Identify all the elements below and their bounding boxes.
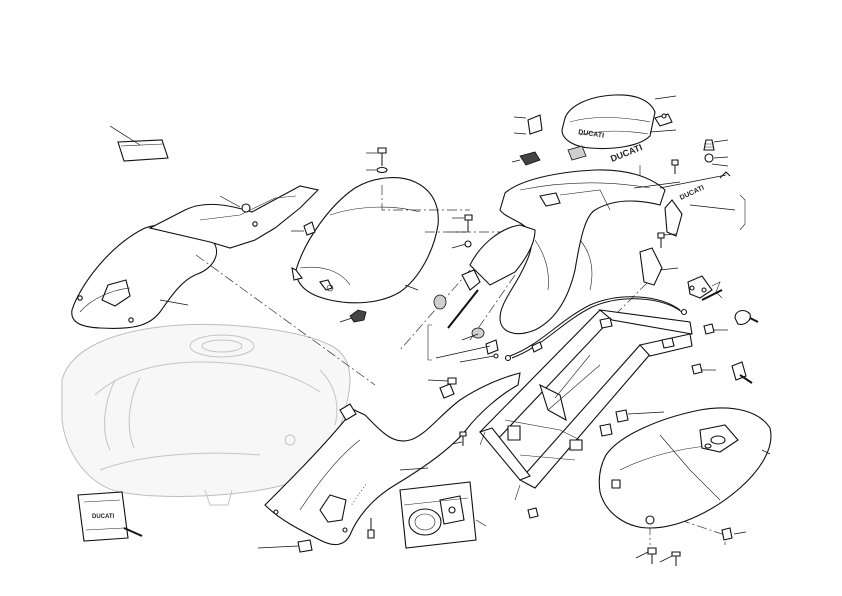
rider-seat xyxy=(291,147,439,323)
lower-plate-icon xyxy=(639,247,663,286)
rear-undertray xyxy=(598,407,772,566)
bottom-kit-packet: DUCATI xyxy=(77,491,143,542)
seat-release-cable xyxy=(504,296,688,362)
seat-logo: DUCATI xyxy=(578,129,605,140)
seat-bracket-icon xyxy=(349,309,367,323)
manual-booklet-icon xyxy=(109,125,169,162)
rear-subframe xyxy=(479,309,693,519)
seat-clip-icon xyxy=(303,221,316,236)
latch-mechanism xyxy=(687,275,759,384)
seat-lock-assembly xyxy=(427,214,499,363)
mirror-cover-icon xyxy=(734,309,751,325)
fairing-logo: DUCATI xyxy=(679,184,706,201)
bracket-icon xyxy=(527,114,543,135)
lower-side-fairing: . . . . . . . . xyxy=(257,372,521,553)
tail-fairing: DUCATI xyxy=(469,142,681,335)
side-plate-icon xyxy=(664,199,683,237)
filler-cap-detail xyxy=(399,481,487,549)
kit-logo: DUCATI xyxy=(92,514,115,520)
grommet-icon xyxy=(433,294,447,310)
right-hardware-column: DUCATI xyxy=(639,139,746,286)
left-tank-side-panel xyxy=(71,185,320,329)
screw-icon xyxy=(241,203,251,213)
rubber-pad-icon xyxy=(567,145,587,161)
pillion-seat: DUCATI xyxy=(511,94,677,166)
spring-icon xyxy=(703,139,715,151)
pad-icon xyxy=(519,151,541,166)
